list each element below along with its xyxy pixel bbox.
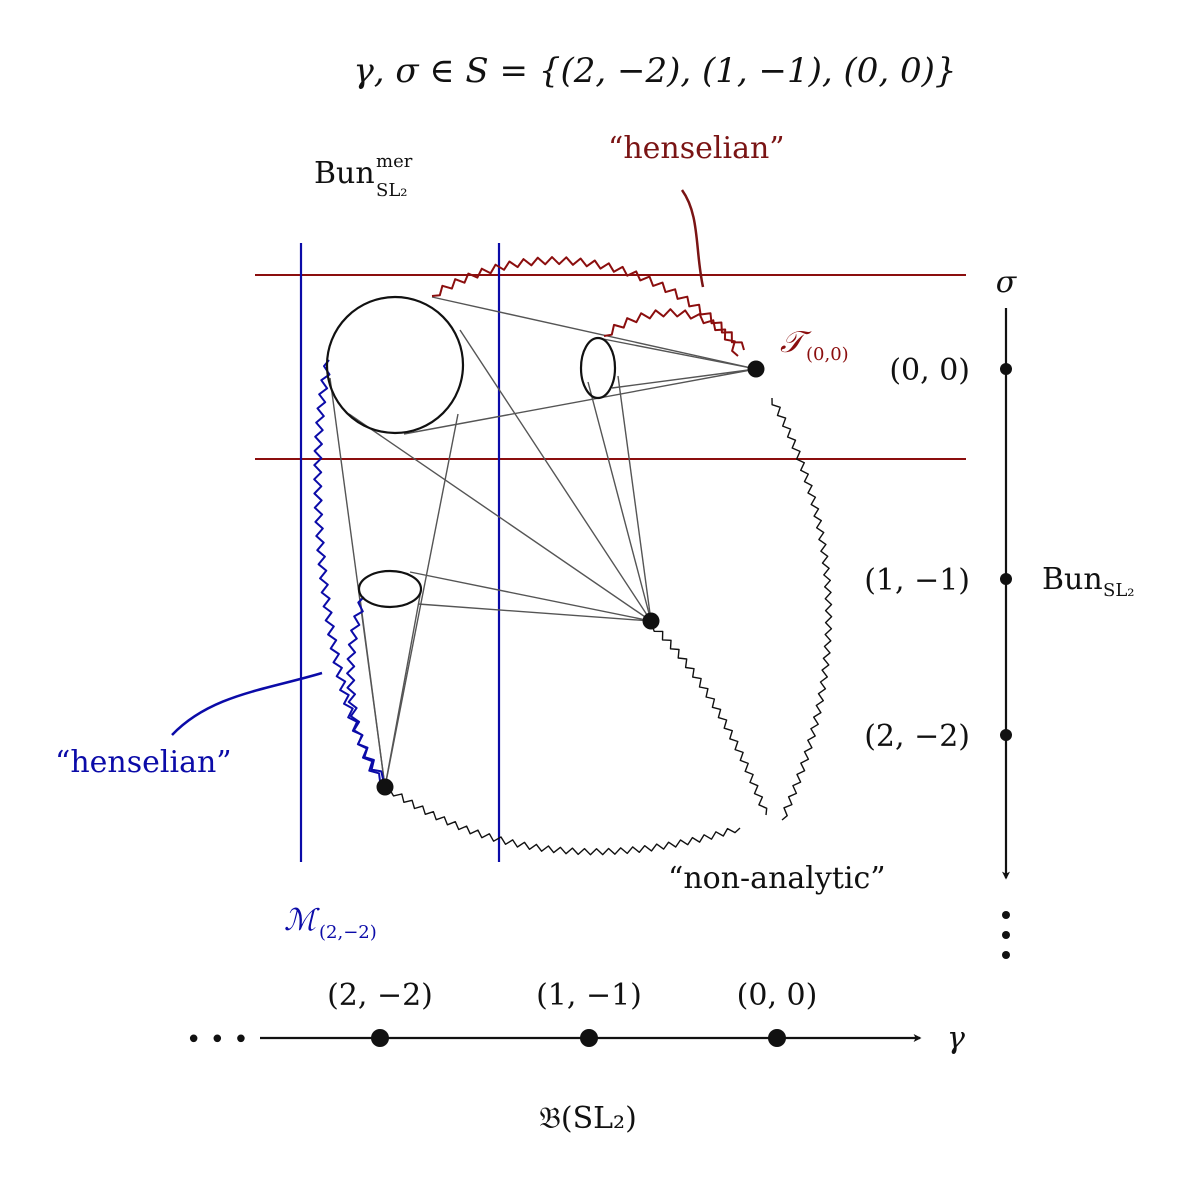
svg-text:Bun: Bun	[1042, 562, 1103, 597]
sigma-axis-point-1-1	[1000, 573, 1012, 585]
small-vertical-ellipse	[579, 336, 617, 400]
small-horizontal-ellipse	[357, 569, 423, 609]
m22-label: ℳ (2,−2)	[284, 903, 377, 943]
t00-sub: (0,0)	[806, 344, 849, 365]
point-t00	[747, 360, 765, 378]
t00-label: 𝒯 (0,0)	[780, 325, 849, 365]
svg-text:(0,0): (0,0)	[806, 344, 849, 365]
connection-line	[403, 368, 757, 435]
connection-lines	[329, 296, 757, 788]
sigma-axis-tick-label: (0, 0)	[889, 353, 970, 388]
connection-line	[431, 296, 757, 370]
bun-mer-sub: SL₂	[376, 180, 408, 201]
henselian-curve-left-2	[346, 596, 381, 782]
connection-line	[384, 413, 459, 788]
sigma-axis-point-2-2	[1000, 729, 1012, 741]
ellipsis-dot	[1002, 931, 1010, 939]
svg-text:ℳ: ℳ	[284, 903, 320, 938]
connection-line	[384, 589, 422, 788]
connection-line	[617, 375, 652, 622]
gamma-axis-point-2-2	[371, 1029, 389, 1047]
point-m22	[376, 778, 394, 796]
svg-text:SL₂: SL₂	[376, 180, 408, 201]
svg-text:Bun: Bun	[314, 156, 375, 191]
henselian-label-top: “henselian”	[608, 131, 785, 166]
connection-line	[587, 381, 652, 622]
henselian-curve-left-1	[313, 359, 384, 780]
svg-text:mer: mer	[376, 151, 413, 172]
gamma-axis-ellipsis: • • •	[186, 1025, 249, 1055]
connection-line	[409, 571, 652, 622]
ellipsis-dot	[1002, 911, 1010, 919]
bun-sl2-sub: SL₂	[1103, 580, 1135, 601]
bun-mer-base: Bun	[314, 156, 375, 191]
sigma-axis-ellipsis	[1002, 911, 1010, 959]
bun-mer-label: Bun mer SL₂	[314, 151, 413, 201]
henselian-pointer-left	[171, 671, 323, 736]
henselian-pointer-top	[680, 189, 705, 288]
non-analytic-label: “non-analytic”	[668, 861, 886, 896]
gamma-axis-tick-label: (2, −2)	[327, 978, 433, 1013]
sigma-axis-point-00	[1000, 363, 1012, 375]
big-circle-stratum	[325, 295, 465, 435]
connection-line	[459, 329, 652, 622]
connection-line	[597, 337, 757, 370]
ellipsis-dot	[1002, 951, 1010, 959]
connection-line	[359, 597, 386, 788]
bun-mer-sup: mer	[376, 151, 413, 172]
gamma-axis-point-1-1	[580, 1029, 598, 1047]
gamma-axis-label: γ	[947, 1021, 965, 1056]
sigma-axis-tick-label: (2, −2)	[864, 719, 970, 754]
bun-sl2-base: Bun	[1042, 562, 1103, 597]
b-sl2-label: 𝔅(SL₂)	[539, 1101, 637, 1136]
henselian-curve-top-2	[603, 308, 739, 357]
non-analytic-curve-1	[389, 789, 741, 856]
m22-sub: (2,−2)	[319, 922, 377, 943]
gamma-axis-point-00	[768, 1029, 786, 1047]
henselian-curve-top-1	[431, 256, 745, 351]
connection-line	[611, 368, 757, 389]
henselian-label-left: “henselian”	[55, 745, 232, 780]
sigma-axis-label: σ	[996, 265, 1018, 300]
bun-sl2-label: Bun SL₂	[1042, 562, 1135, 601]
title: γ, σ ∈ S = {(2, −2), (1, −1), (0, 0)}	[353, 51, 956, 91]
connection-line	[348, 413, 652, 622]
non-analytic-curve-3	[771, 397, 833, 821]
connection-line	[417, 603, 652, 622]
gamma-axis-tick-label: (0, 0)	[737, 978, 818, 1013]
point-middle	[642, 612, 660, 630]
sigma-axis-tick-label: (1, −1)	[864, 563, 970, 598]
svg-text:(2,−2): (2,−2)	[319, 922, 377, 943]
svg-text:SL₂: SL₂	[1103, 580, 1135, 601]
m22-base: ℳ	[284, 903, 320, 938]
gamma-axis-tick-label: (1, −1)	[536, 978, 642, 1013]
non-analytic-curve-2	[651, 624, 768, 816]
